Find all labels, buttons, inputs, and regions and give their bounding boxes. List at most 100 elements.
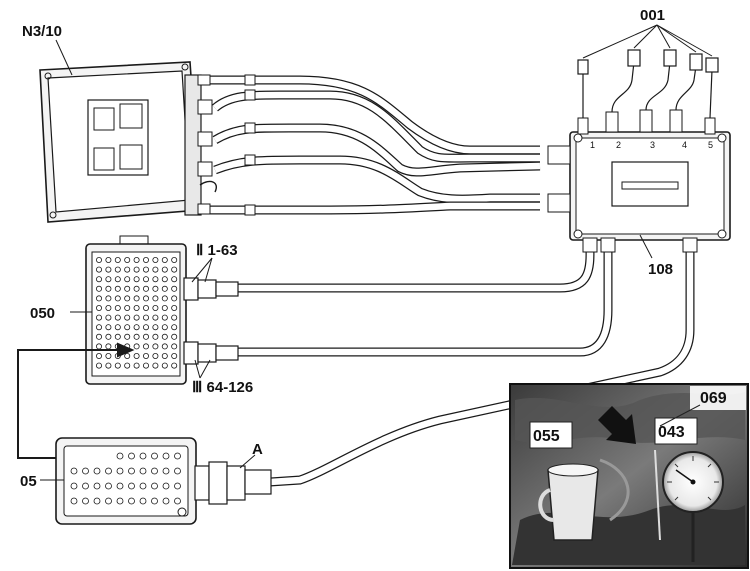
ecu-unit (39, 61, 256, 223)
test-box-pin (114, 304, 121, 311)
socket-box-pin (162, 497, 170, 505)
socket-box-pin (116, 497, 124, 505)
test-box-pin (133, 266, 140, 273)
socket-box-pin (139, 452, 147, 460)
test-box-pin (161, 333, 168, 340)
test-box-pin (161, 304, 168, 311)
test-box-pin (142, 304, 149, 311)
label-socket-box: 05 (20, 473, 37, 490)
socket-box-pin-grid (70, 452, 181, 505)
test-box-pin (152, 304, 159, 311)
test-box-pin (171, 324, 178, 331)
test-box-pin (171, 276, 178, 283)
socket-box-pin (151, 452, 158, 460)
test-box-pin (142, 324, 149, 331)
test-box-pin (142, 266, 149, 273)
test-box-pin (152, 362, 159, 369)
socket-box-pin (162, 452, 170, 460)
socket-box-pin (139, 482, 147, 490)
test-box-pin (96, 256, 103, 263)
test-box-pin (142, 285, 149, 292)
test-box-pin (105, 295, 112, 302)
test-box-pin (161, 256, 168, 263)
test-box-pin (161, 324, 168, 331)
terminal-2: 2 (616, 140, 621, 150)
test-box-pin (105, 256, 112, 263)
terminal-3: 3 (650, 140, 655, 150)
socket-box-pin (151, 482, 158, 490)
testbox-cables (238, 245, 695, 487)
engine-photo-inset (509, 383, 749, 569)
terminal-4: 4 (682, 140, 687, 150)
test-box-pin (171, 362, 178, 369)
label-connector-top: Ⅱ 1-63 (196, 242, 238, 259)
socket-box-pin (128, 482, 135, 490)
socket-box-pin (174, 497, 181, 505)
test-box-pin (171, 256, 178, 263)
label-connector-bottom: Ⅲ 64-126 (192, 379, 253, 396)
test-box (70, 235, 239, 385)
test-box-pin (133, 295, 140, 302)
test-box-pin (161, 343, 168, 350)
test-box-pin (161, 362, 168, 369)
socket-box-pin (70, 497, 78, 505)
socket-box-pin (139, 467, 147, 475)
label-test-box: 050 (30, 305, 55, 322)
test-box-pin (96, 333, 103, 340)
socket-box-pin (174, 452, 181, 460)
test-box-pin-grid (96, 256, 178, 369)
socket-box-pin (105, 497, 112, 505)
test-box-pin (124, 266, 131, 273)
test-box-pin (142, 362, 149, 369)
socket-box-pin (162, 482, 170, 490)
test-box-pin (124, 304, 131, 311)
label-adapter-cables: 001 (640, 7, 665, 24)
socket-box-pin (105, 482, 112, 490)
test-box-pin (133, 343, 140, 350)
socket-box-pin (151, 497, 158, 505)
test-box-pin (142, 256, 149, 263)
test-box-pin (142, 276, 149, 283)
test-box-pin (124, 314, 131, 321)
socket-box-pin (82, 467, 89, 475)
label-ecu: N3/10 (22, 23, 62, 40)
test-box-pin (152, 276, 159, 283)
socket-box-pin (128, 497, 135, 505)
terminal-1: 1 (590, 140, 595, 150)
test-box-pin (124, 362, 131, 369)
test-box-pin (133, 256, 140, 263)
test-box-pin (114, 256, 121, 263)
test-box-pin (96, 314, 103, 321)
test-box-pin (114, 314, 121, 321)
test-box-pin (171, 285, 178, 292)
test-box-pin (133, 333, 140, 340)
test-box-pin (124, 276, 131, 283)
socket-box-pin (105, 467, 112, 475)
test-box-pin (152, 285, 159, 292)
junction-box: 1 2 3 4 5 (547, 24, 731, 259)
label-plug: A (252, 441, 263, 458)
test-box-pin (142, 295, 149, 302)
socket-box-pin (151, 467, 158, 475)
label-cup: 055 (533, 428, 560, 445)
test-box-pin (142, 314, 149, 321)
socket-box-pin (93, 482, 101, 490)
label-engine: 069 (700, 390, 727, 407)
socket-box-pin (116, 452, 124, 460)
test-box-pin (96, 362, 103, 369)
socket-box-pin (174, 467, 181, 475)
test-box-pin (152, 352, 159, 359)
socket-box-pin (70, 482, 78, 490)
test-box-pin (96, 343, 103, 350)
test-box-pin (105, 314, 112, 321)
socket-box-pin (128, 467, 135, 475)
test-box-pin (142, 333, 149, 340)
socket-box-pin (82, 497, 89, 505)
test-box-pin (114, 362, 121, 369)
socket-box-pin (93, 497, 101, 505)
test-box-pin (114, 324, 121, 331)
socket-box-pin (162, 467, 170, 475)
test-box-pin (171, 343, 178, 350)
test-box-pin (152, 266, 159, 273)
